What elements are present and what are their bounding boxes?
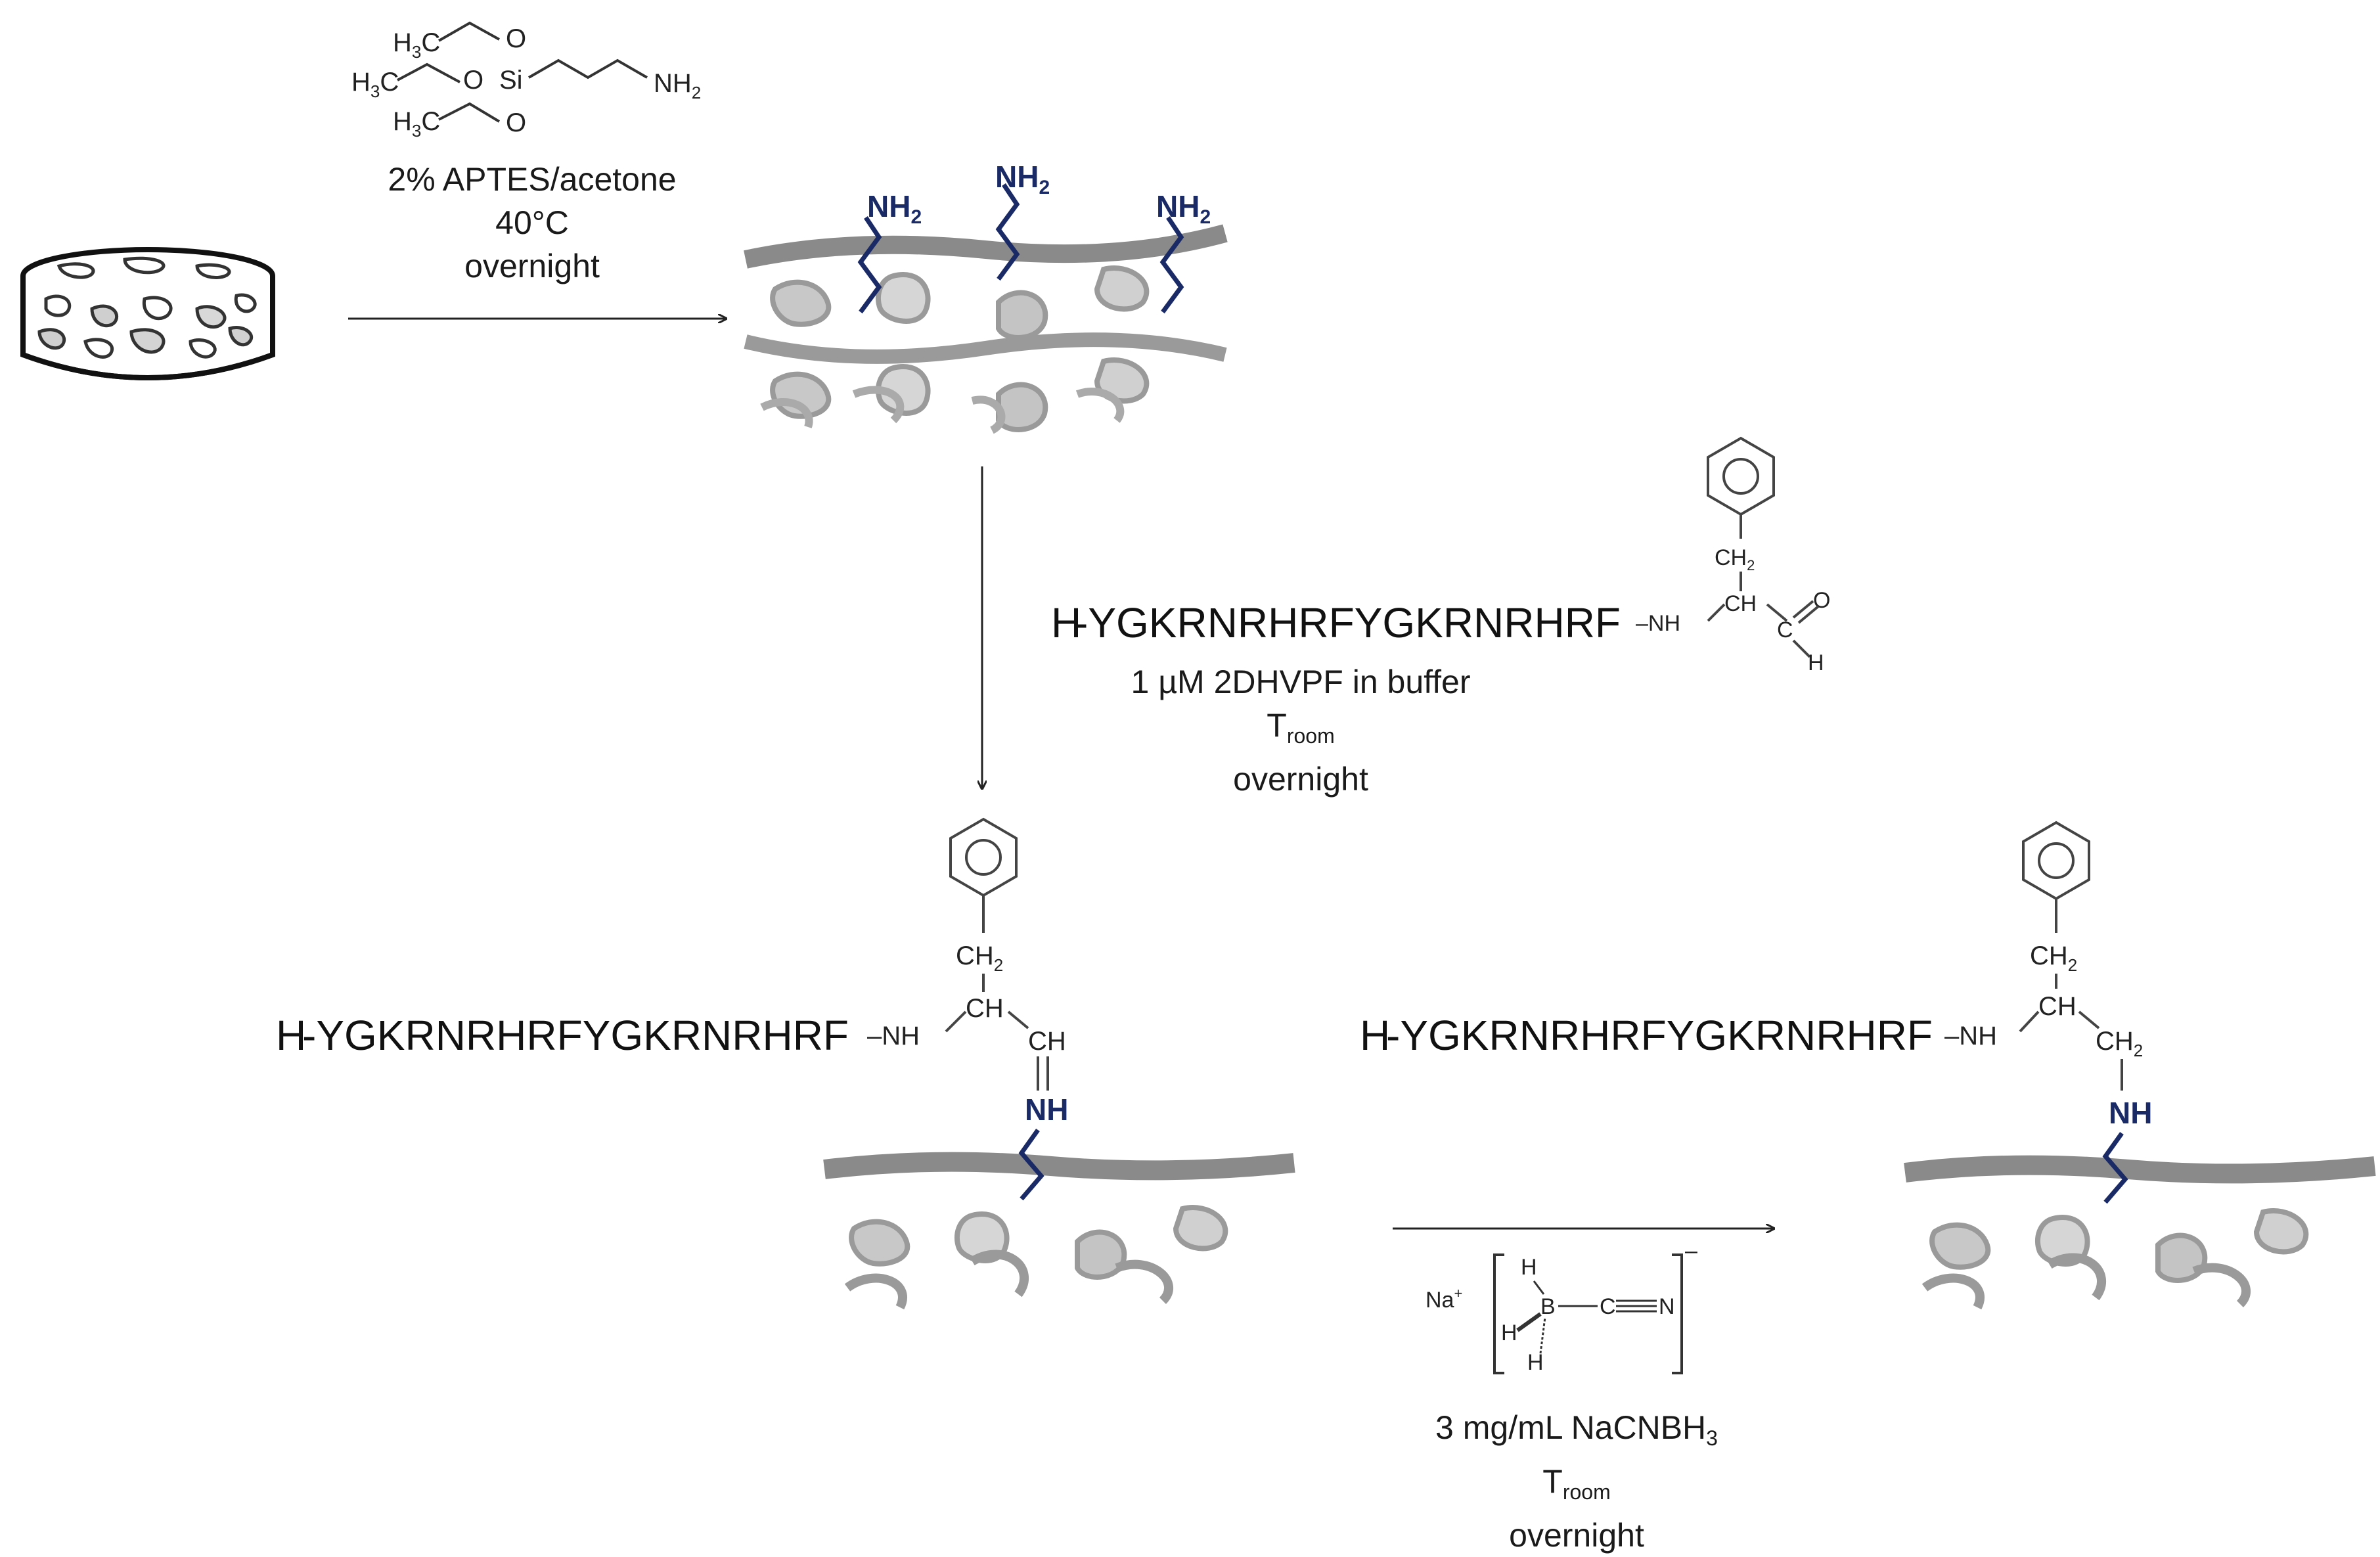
svg-text:CH2: CH2 [1715,545,1755,574]
step3-reagent: 3 mg/mL NaCNBH3 [1435,1409,1718,1450]
svg-text:H3C: H3C [351,68,399,101]
svg-text:Na+: Na+ [1426,1285,1462,1313]
svg-text:NH2: NH2 [1156,189,1211,228]
svg-text:-YGKRNRHRFYGKRNRHRF: -YGKRNRHRFYGKRNRHRF [1386,1012,1933,1059]
svg-text:–NH: –NH [1636,611,1680,636]
step1-temperature: 40°C [495,204,569,241]
svg-text:CH: CH [1724,591,1757,616]
amine-product: CH2 CH H -YGKRNRHRFYGKRNRHRF –NH CH2 NH [1360,821,2376,1311]
svg-text:H: H [1808,650,1824,675]
svg-text:Si: Si [499,66,523,95]
svg-text:C: C [1600,1294,1616,1319]
peptide-aldehyde: CH2 CH H -YGKRNRHRFYGKRNRHRF –NH C O H [1051,437,1830,675]
step3-conditions: 3 mg/mL NaCNBH3 Troom overnight [1373,1406,1780,1557]
svg-text:H3C: H3C [393,107,440,141]
svg-text:CH: CH [2038,992,2077,1021]
svg-text:NH2: NH2 [654,69,701,102]
svg-text:NH2: NH2 [995,160,1050,198]
svg-text:NH2: NH2 [867,189,922,228]
step3-time: overnight [1509,1517,1644,1554]
svg-text:H: H [276,1012,306,1059]
porous-disc-icon [20,247,275,380]
svg-text:B: B [1540,1294,1556,1319]
svg-text:H: H [1360,1012,1390,1059]
svg-text:CH2: CH2 [2030,941,2077,975]
step2-temperature: Troom [1267,707,1335,748]
svg-text:CH: CH [966,994,1004,1023]
svg-text:NH: NH [1025,1093,1068,1127]
svg-text:H: H [1521,1255,1537,1280]
svg-text:-YGKRNRHRFYGKRNRHRF: -YGKRNRHRFYGKRNRHRF [1074,599,1621,646]
svg-text:O: O [506,108,526,137]
imine-intermediate: CH2 CH H -YGKRNRHRFYGKRNRHRF –NH CH NH [276,818,1295,1310]
step1-time: overnight [464,248,600,284]
svg-text:NH: NH [2109,1096,2152,1130]
step2-reagent: 1 µM 2DHVPF in buffer [1131,664,1471,700]
svg-text:CH2: CH2 [956,941,1003,975]
svg-text:–: – [1685,1238,1697,1263]
svg-text:–NH: –NH [867,1022,920,1050]
step1-conditions: 2% APTES/acetone 40°C overnight [368,158,696,288]
nacnbh3-structure: Na+ H H H B C N – [1426,1238,1697,1375]
svg-text:–NH: –NH [1944,1022,1997,1050]
svg-text:H: H [1501,1320,1517,1345]
step3-temperature: Troom [1542,1463,1611,1504]
aminated-surface: NH2 NH2 NH2 [744,160,1228,447]
aptes-structure: H3C H3C H3C O O O Si NH2 [351,21,701,141]
svg-text:C: C [1777,618,1793,643]
svg-text:CH: CH [1028,1027,1066,1056]
svg-text:H: H [1527,1350,1544,1375]
svg-text:H3C: H3C [393,28,440,62]
svg-text:O: O [506,24,526,53]
svg-text:N: N [1659,1294,1675,1319]
svg-text:H: H [1051,599,1081,646]
svg-text:O: O [463,66,483,95]
svg-text:CH2: CH2 [2096,1027,2143,1060]
step1-reagent: 2% APTES/acetone [388,161,677,198]
svg-text:-YGKRNRHRFYGKRNRHRF: -YGKRNRHRFYGKRNRHRF [302,1012,849,1059]
step2-conditions: 1 µM 2DHVPF in buffer Troom overnight [1084,660,1517,801]
step2-time: overnight [1233,761,1368,798]
